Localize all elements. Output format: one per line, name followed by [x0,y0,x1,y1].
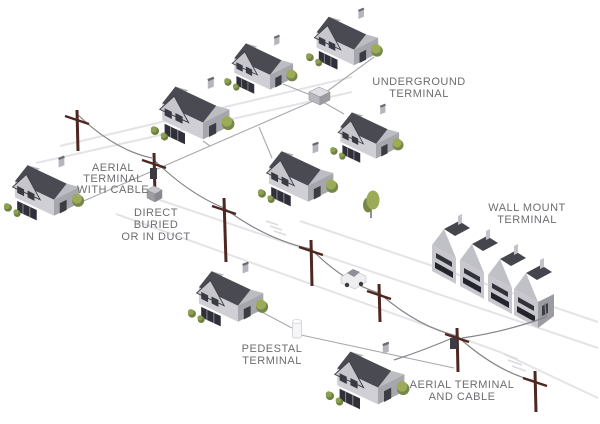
label-line: WITH CABLE [77,184,149,196]
utility-pole-5 [366,283,392,323]
detached-house-left [2,154,86,222]
cable-span-3-4 [223,207,312,250]
detached-house-top-right [304,6,384,71]
aerial-terminal-box-pole-6 [450,338,457,349]
roads [35,76,599,399]
aerial-terminal-box-pole-2 [150,168,157,179]
detached-house-bottom-right [324,340,411,411]
utility-pole-6 [444,327,470,373]
label-line: AERIAL TERMINAL [410,379,515,391]
label-wall-mount-terminal: WALL MOUNT TERMINAL [488,202,566,226]
car [340,269,367,290]
label-line: AERIAL [92,162,134,174]
utility-pole-1 [64,109,90,152]
buried-drop-house-c [321,56,375,96]
label-line: DIRECT [134,207,178,219]
cable-drop-house [393,335,458,361]
buried-drop-house-g [257,309,293,329]
buried-drop-house-b [282,83,314,97]
label-line: WALL MOUNT [488,202,566,214]
label-pedestal-terminal: PEDESTAL TERMINAL [242,343,303,367]
cable-wall-mount [461,302,547,339]
townhouse-block [432,214,554,328]
underground-terminal-box [308,86,331,106]
road-lane-dashes [265,220,527,372]
label-line: AND CABLE [429,391,496,403]
cable-span-1-2 [76,113,153,159]
buried-run-from-pedestal [300,334,455,369]
buried-drop-house-e [258,126,273,159]
label-line: TERMINAL [242,355,302,367]
detached-house-bottom-middle [186,260,270,328]
utility-pole-7 [522,370,548,413]
label-line: TERMINAL [83,173,143,185]
buried-main-line [78,98,319,204]
tree [363,190,380,218]
label-direct-buried: DIRECT BURIED OR IN DUCT [121,207,190,243]
label-line: TERMINAL [497,214,557,226]
label-underground-terminal: UNDERGROUND TERMINAL [372,76,466,100]
pedestal-terminal-box [292,319,302,339]
label-line: OR IN DUCT [121,231,190,243]
label-line: UNDERGROUND [372,76,466,88]
label-line: PEDESTAL [242,343,303,355]
utility-pole-3 [211,197,237,263]
buried-drop-house-a [202,140,211,147]
label-line: BURIED [134,219,179,231]
buried-cable-lines [78,56,455,369]
buried-drop-house-d [322,101,345,115]
detached-house-top-left [149,75,236,146]
label-aerial-terminal-and-cable: AERIAL TERMINAL AND CABLE [410,379,515,403]
label-aerial-terminal-with-cable: AERIAL TERMINAL WITH CABLE [77,162,149,196]
utility-pole-4 [298,239,324,287]
labels: UNDERGROUND TERMINAL AERIAL TERMINAL WIT… [77,76,566,403]
direct-buried-riser-box [146,185,163,203]
cable-span-5-6 [378,292,458,337]
label-line: TERMINAL [389,88,449,100]
